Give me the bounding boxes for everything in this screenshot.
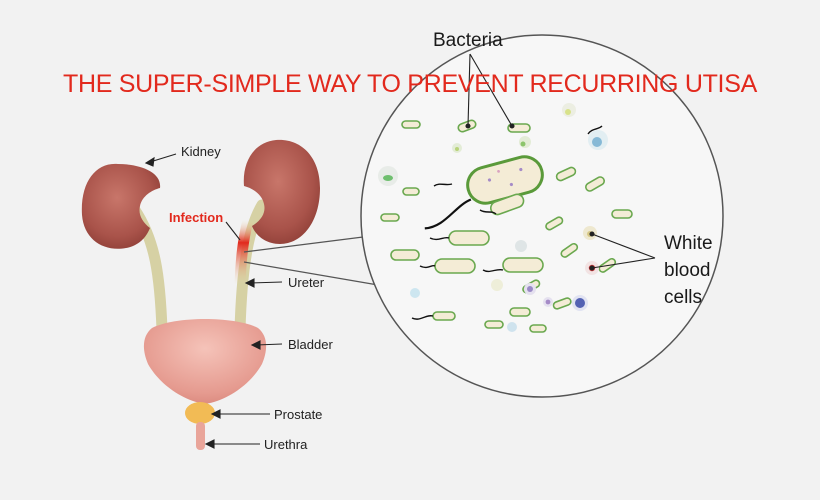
label-white: White xyxy=(664,230,713,257)
right-kidney xyxy=(244,140,320,244)
label-urethra: Urethra xyxy=(264,437,307,452)
label-white-blood-cells: White blood cells xyxy=(664,230,713,311)
label-blood: blood xyxy=(664,257,713,284)
label-infection: Infection xyxy=(169,210,223,225)
label-ureter: Ureter xyxy=(288,275,324,290)
label-prostate: Prostate xyxy=(274,407,322,422)
prostate-shape xyxy=(185,402,215,424)
bladder-shape xyxy=(144,319,266,404)
label-cells: cells xyxy=(664,284,713,311)
headline: THE SUPER-SIMPLE WAY TO PREVENT RECURRIN… xyxy=(0,70,820,99)
urethra-shape xyxy=(196,422,205,450)
label-bladder: Bladder xyxy=(288,337,333,352)
label-bacteria: Bacteria xyxy=(433,30,503,52)
label-kidney: Kidney xyxy=(181,144,221,159)
